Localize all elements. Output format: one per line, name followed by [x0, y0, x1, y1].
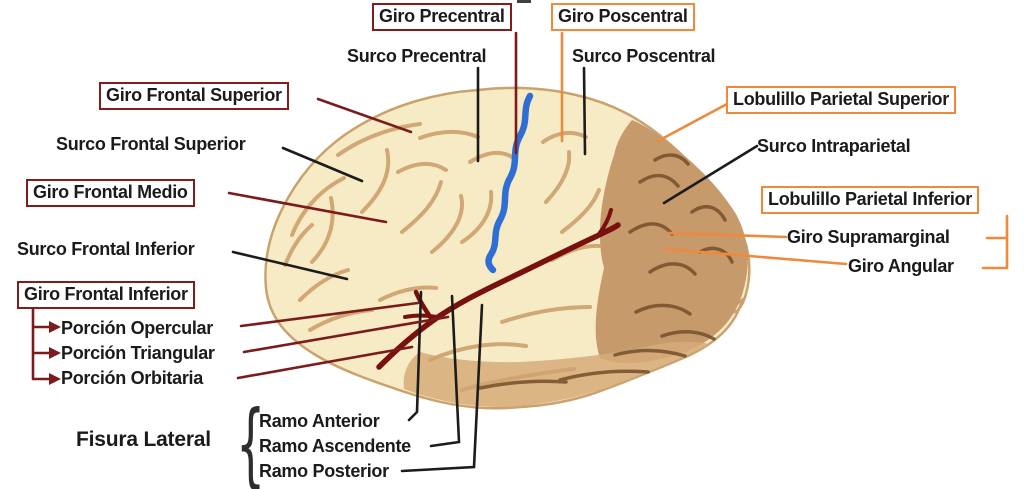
label-porcion-triangular: Porción Triangular — [61, 343, 215, 363]
label-ramo-ascendente: Ramo Ascendente — [259, 436, 411, 456]
bracket-lobulillo-parietal-inferior — [981, 214, 1009, 270]
label-ramo-anterior: Ramo Anterior — [259, 411, 380, 431]
leader-giro-frontal-medio — [227, 191, 388, 224]
leader-ramo-posterior — [400, 303, 484, 473]
bracket-giro-frontal-inferior — [31, 307, 52, 381]
label-surco-poscentral: Surco Poscentral — [572, 46, 716, 66]
label-surco-intraparietal: Surco Intraparietal — [757, 136, 911, 156]
label-giro-precentral: Giro Precentral — [372, 3, 512, 31]
leader-surco-frontal-superior — [281, 146, 364, 183]
label-porcion-orbitaria: Porción Orbitaria — [61, 368, 203, 388]
leader-giro-angular — [663, 247, 848, 266]
dark-red-leader-lines — [31, 31, 518, 381]
parietal-shaded-region — [595, 120, 748, 364]
leader-porcion-triangular — [242, 315, 450, 354]
label-giro-angular: Giro Angular — [848, 256, 954, 276]
gyri-sulci-light — [283, 122, 602, 392]
leader-giro-frontal-superior — [316, 97, 413, 134]
label-surco-frontal-superior: Surco Frontal Superior — [56, 134, 246, 154]
leader-surco-intraparietal — [662, 144, 759, 205]
orange-leader-lines — [560, 31, 1009, 270]
label-giro-frontal-inferior: Giro Frontal Inferior — [17, 281, 195, 309]
leader-ramo-ascendente — [429, 294, 461, 448]
label-lobulillo-parietal-superior: Lobulillo Parietal Superior — [726, 86, 956, 114]
label-fisura-lateral: Fisura Lateral — [76, 428, 211, 451]
leader-porcion-opercular — [239, 301, 420, 328]
label-porcion-opercular: Porción Opercular — [61, 318, 213, 338]
central-sulcus-highlight — [485, 92, 534, 274]
leader-surco-poscentral — [582, 66, 587, 156]
label-giro-poscentral: Giro Poscentral — [551, 3, 695, 31]
label-giro-supramarginal: Giro Supramarginal — [787, 227, 950, 247]
leader-ramo-anterior — [407, 290, 423, 422]
leader-giro-supramarginal — [666, 231, 788, 239]
black-leader-lines — [231, 66, 759, 473]
label-surco-precentral: Surco Precentral — [347, 46, 487, 66]
porcion-arrowheads — [49, 321, 61, 385]
label-lobulillo-parietal-inferior: Lobulillo Parietal Inferior — [761, 186, 979, 214]
label-surco-frontal-inferior: Surco Frontal Inferior — [17, 239, 195, 259]
fisura-lateral-brace: { — [236, 391, 266, 489]
label-giro-frontal-superior: Giro Frontal Superior — [99, 82, 289, 110]
leader-surco-frontal-inferior — [231, 250, 349, 281]
label-giro-frontal-medio: Giro Frontal Medio — [26, 179, 195, 207]
leader-lobulillo-parietal-superior — [656, 102, 729, 143]
leader-porcion-orbitaria — [236, 345, 414, 380]
cropped-text-artifact — [517, 0, 531, 3]
temporal-shaded-region — [403, 341, 710, 408]
gyri-sulci-dark — [478, 153, 734, 390]
label-ramo-posterior: Ramo Posterior — [259, 461, 389, 481]
